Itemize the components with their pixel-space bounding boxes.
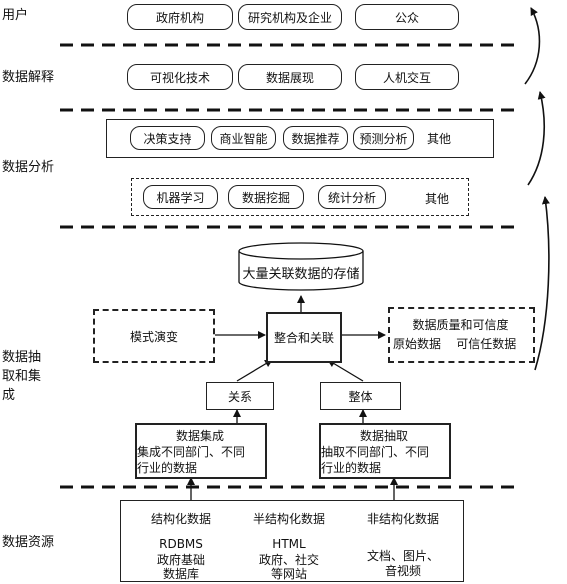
user-item-research: 研究机构及企业 <box>238 4 342 30</box>
quality-title: 数据质量和可信度 <box>412 318 509 332</box>
layer-label-sources: 数据资源 <box>2 535 55 550</box>
curve-extract-to-analysis <box>534 196 550 371</box>
extract-box <box>319 423 451 479</box>
source-structured-line2: 政府基础 <box>156 553 205 567</box>
source-unstructured-line2: 文档、图片、 <box>366 549 439 563</box>
source-structured-line3: 数据库 <box>162 567 199 581</box>
layer-label-analysis: 数据分析 <box>2 160 55 175</box>
source-structured-title: 结构化数据 <box>150 512 211 526</box>
analysis-app-recommend: 数据推荐 <box>283 126 348 150</box>
source-semi-line2: 政府、社交 <box>258 553 319 567</box>
integration-box <box>135 423 267 479</box>
entity-box: 整体 <box>320 382 401 410</box>
user-item-public: 公众 <box>355 4 459 30</box>
arrow-entity-to-core <box>327 359 364 382</box>
layer-label-interpretation: 数据解释 <box>2 70 55 85</box>
storage-cylinder <box>238 242 364 291</box>
interpret-item-presentation: 数据展现 <box>238 64 342 90</box>
curve-interpret-to-user <box>524 7 541 85</box>
layer-label-user: 用户 <box>2 8 29 23</box>
integration-desc-2: 行业的数据 <box>137 461 198 475</box>
analysis-method-mining: 数据挖掘 <box>228 185 304 209</box>
analysis-method-other: 其他 <box>425 192 450 206</box>
analysis-app-decision: 决策支持 <box>130 126 205 150</box>
pattern-evolution-box: 模式演变 <box>93 309 215 363</box>
extract-title: 数据抽取 <box>359 429 408 443</box>
source-semi-line3: 等网站 <box>270 567 307 581</box>
extract-desc-2: 行业的数据 <box>321 461 382 475</box>
interpret-item-interaction: 人机交互 <box>355 64 459 90</box>
quality-subtitle: 原始数据 可信任数据 <box>393 337 517 351</box>
layer-label-extraction: 数据抽取和集成 <box>2 350 42 403</box>
sources-container <box>120 500 464 582</box>
quality-box <box>388 307 535 363</box>
arrow-relation-to-core <box>236 359 273 382</box>
source-unstructured-title: 非结构化数据 <box>366 512 439 526</box>
source-semi-title: 半结构化数据 <box>252 512 325 526</box>
extract-desc-1: 抽取不同部门、不同 <box>321 445 430 459</box>
relation-box: 关系 <box>206 382 274 410</box>
curve-analysis-to-interpret <box>527 91 546 186</box>
user-item-government: 政府机构 <box>127 4 233 30</box>
analysis-method-ml: 机器学习 <box>143 185 218 209</box>
source-structured-line1: RDBMS <box>159 537 203 551</box>
core-integration-box: 整合和关联 <box>266 312 342 363</box>
layer-separators <box>60 43 520 489</box>
storage-label: 大量关联数据的存储 <box>242 267 360 282</box>
source-unstructured-line3: 音视频 <box>384 564 421 578</box>
analysis-method-stats: 统计分析 <box>318 185 386 209</box>
interpret-item-visualization: 可视化技术 <box>127 64 233 90</box>
analysis-app-predict: 预测分析 <box>353 126 414 150</box>
source-semi-line1: HTML <box>272 537 306 551</box>
analysis-app-bi: 商业智能 <box>211 126 276 150</box>
integration-desc-1: 集成不同部门、不同 <box>137 445 246 459</box>
integration-title: 数据集成 <box>175 429 224 443</box>
analysis-app-other: 其他 <box>427 132 452 146</box>
